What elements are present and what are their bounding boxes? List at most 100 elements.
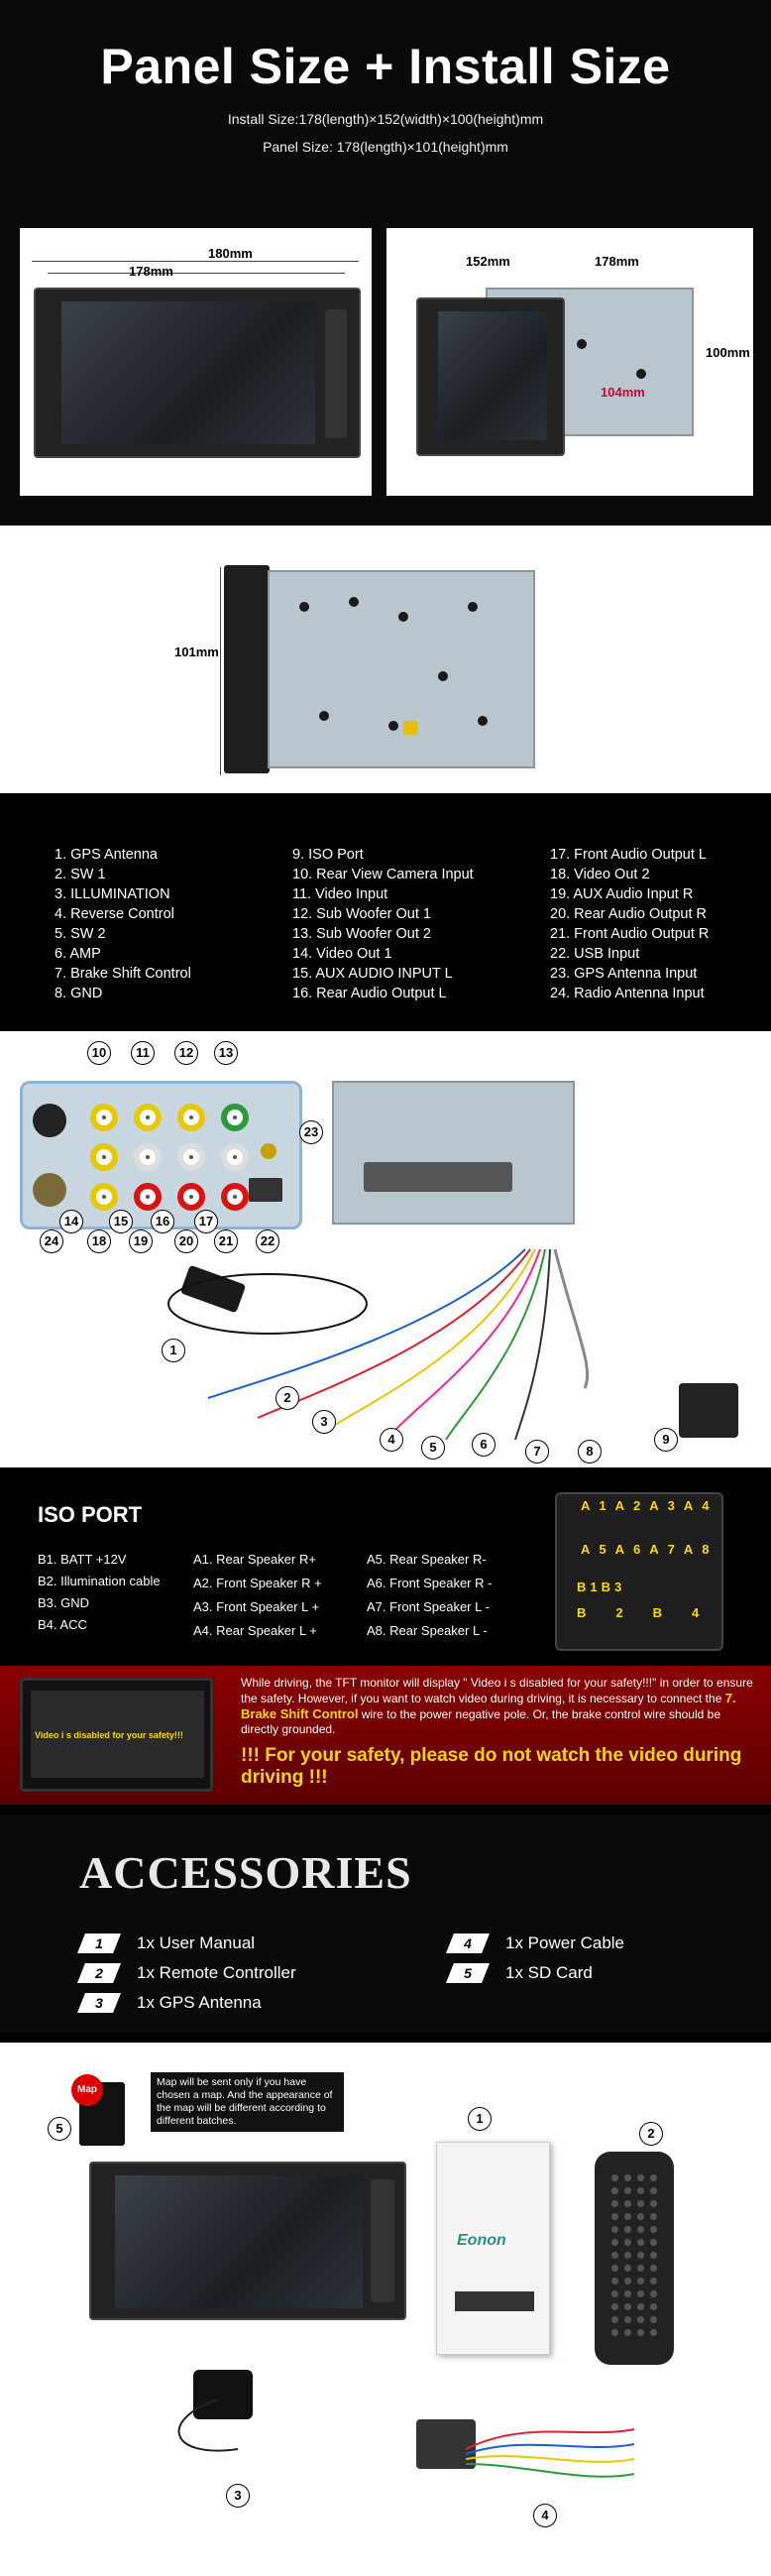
pin-label: B3 (601, 1580, 626, 1594)
wire-number: 6 (472, 1433, 496, 1457)
warning-paragraph: While driving, the TFT monitor will disp… (241, 1676, 753, 1736)
acc-item-gps: 1x GPS Antenna (137, 1993, 262, 2012)
wire-number: 17 (194, 1210, 218, 1233)
connector-list: 1. GPS Antenna 2. SW 1 3. ILLUMINATION 4… (0, 793, 771, 1021)
photo-number: 1 (468, 2107, 492, 2131)
acc-item-sd: 1x SD Card (505, 1963, 593, 1982)
user-manual: Eonon (436, 2142, 550, 2355)
connector-item: 8. GND (55, 986, 103, 1001)
connector-item: 21. Front Audio Output R (550, 926, 710, 942)
head-unit-front (34, 288, 361, 458)
wire-number: 14 (59, 1210, 83, 1233)
monitor-warning-text: Video i s disabled for your safety!!! (35, 1730, 183, 1740)
dim-178-side: 178mm (595, 254, 639, 269)
connector-item: 7. Brake Shift Control (55, 966, 191, 982)
power-cable-plug (416, 2419, 476, 2469)
wire-number: 7 (525, 1440, 549, 1464)
wire-number: 19 (129, 1229, 153, 1253)
rear-cage (268, 570, 535, 768)
pin-label: A5 (581, 1542, 615, 1557)
iso-a-item: A2. Front Speaker R + (193, 1576, 322, 1590)
iso-title: ISO PORT (38, 1502, 143, 1527)
wire-number: 12 (174, 1041, 198, 1065)
iso-a-item: A6. Front Speaker R - (367, 1576, 493, 1590)
connector-panel-zoom (20, 1081, 302, 1229)
pin-label: A3 (649, 1498, 684, 1513)
brake-highlight: 7. Brake Shift Control (241, 1691, 736, 1721)
wire-number: 9 (654, 1428, 678, 1452)
acc-badge: 2 (77, 1963, 121, 1983)
accessories-section: ACCESSORIES 1 1x User Manual 2 1x Remote… (0, 1815, 771, 2033)
connector-item: 6. AMP (55, 946, 101, 962)
acc-item-power: 1x Power Cable (505, 1933, 625, 1952)
connector-item: 2. SW 1 (55, 867, 106, 882)
acc-badge: 4 (446, 1933, 490, 1953)
rear-view-section: 101mm 103mm (0, 526, 771, 793)
iso-b-item: B1. BATT +12V (38, 1552, 127, 1567)
dim-104: 104mm (601, 385, 645, 400)
manual-brand: Eonon (457, 2232, 506, 2249)
iso-connector-graphic: A1A2A3A4 A5A6A7A8 B1B3 B2B4 (555, 1492, 723, 1651)
dim-178: 178mm (129, 264, 173, 279)
connector-item: 10. Rear View Camera Input (292, 867, 474, 882)
photo-number: 3 (226, 2484, 250, 2508)
connector-col-1: 1. GPS Antenna 2. SW 1 3. ILLUMINATION 4… (55, 845, 191, 1003)
pin-label: A2 (614, 1498, 650, 1513)
connector-col-2: 9. ISO Port 10. Rear View Camera Input 1… (292, 845, 474, 1003)
photo-number: 4 (533, 2504, 557, 2527)
connector-item: 20. Rear Audio Output R (550, 906, 707, 922)
acc-item-manual: 1x User Manual (137, 1933, 256, 1952)
pin-label: B4 (652, 1605, 729, 1620)
wire-number: 5 (421, 1436, 445, 1460)
wire-number: 13 (214, 1041, 238, 1065)
photo-number: 2 (639, 2122, 663, 2146)
wire-number: 21 (214, 1229, 238, 1253)
dim-101: 101mm (174, 644, 219, 659)
iso-connector (679, 1383, 738, 1438)
acc-badge: 5 (446, 1963, 490, 1983)
wire-number: 24 (40, 1229, 63, 1253)
size-section: Panel Size + Install Size Install Size:1… (0, 0, 771, 526)
wire-number: 2 (275, 1386, 299, 1410)
wire-number: 8 (578, 1440, 602, 1464)
connector-item: 23. GPS Antenna Input (550, 966, 698, 982)
wire-number: 4 (380, 1428, 403, 1452)
connector-item: 22. USB Input (550, 946, 640, 962)
install-size-text: Install Size:178(length)×152(width)×100(… (227, 111, 544, 127)
side-front-panel (416, 297, 565, 456)
connector-item: 15. AUX AUDIO INPUT L (292, 966, 453, 982)
sd-card: Map (71, 2074, 125, 2146)
head-unit-photo (89, 2162, 406, 2320)
wire-number: 23 (299, 1120, 323, 1144)
pin-label: A1 (581, 1498, 615, 1513)
gps-antenna-photo (193, 2370, 253, 2419)
side-view-photo: 152mm 178mm 100mm 104mm (386, 228, 753, 496)
page-title: Panel Size + Install Size (100, 39, 671, 94)
connector-item: 13. Sub Woofer Out 2 (292, 926, 431, 942)
wiring-diagram: 10 11 12 13 23 14 18 15 19 16 20 17 21 2… (0, 1031, 771, 1467)
rear-unit (332, 1081, 575, 1225)
map-badge: Map (71, 2074, 103, 2106)
wire-number: 10 (87, 1041, 111, 1065)
monitor-warning: Video i s disabled for your safety!!! (20, 1678, 213, 1792)
wire-number: 18 (87, 1229, 111, 1253)
connector-item: 19. AUX Audio Input R (550, 886, 694, 902)
wire-number: 15 (109, 1210, 133, 1233)
iso-a-item: A8. Rear Speaker L - (367, 1623, 488, 1638)
iso-port-section: ISO PORT B1. BATT +12V B2. Illumination … (0, 1482, 771, 1656)
photo-number: 5 (48, 2117, 71, 2141)
connector-item: 17. Front Audio Output L (550, 847, 707, 863)
map-note: Map will be sent only if you have chosen… (151, 2072, 344, 2132)
connector-item: 4. Reverse Control (55, 906, 174, 922)
dim-152: 152mm (466, 254, 510, 269)
connector-item: 18. Video Out 2 (550, 867, 650, 882)
acc-item-remote: 1x Remote Controller (137, 1963, 296, 1982)
pin-label: A8 (683, 1542, 718, 1557)
connector-item: 16. Rear Audio Output L (292, 986, 447, 1001)
connector-item: 1. GPS Antenna (55, 847, 158, 863)
connector-item: 11. Video Input (292, 886, 388, 902)
connector-item: 5. SW 2 (55, 926, 106, 942)
iso-a-item: A1. Rear Speaker R+ (193, 1552, 316, 1567)
wire-number: 22 (256, 1229, 279, 1253)
pin-label: B2 (577, 1605, 653, 1620)
